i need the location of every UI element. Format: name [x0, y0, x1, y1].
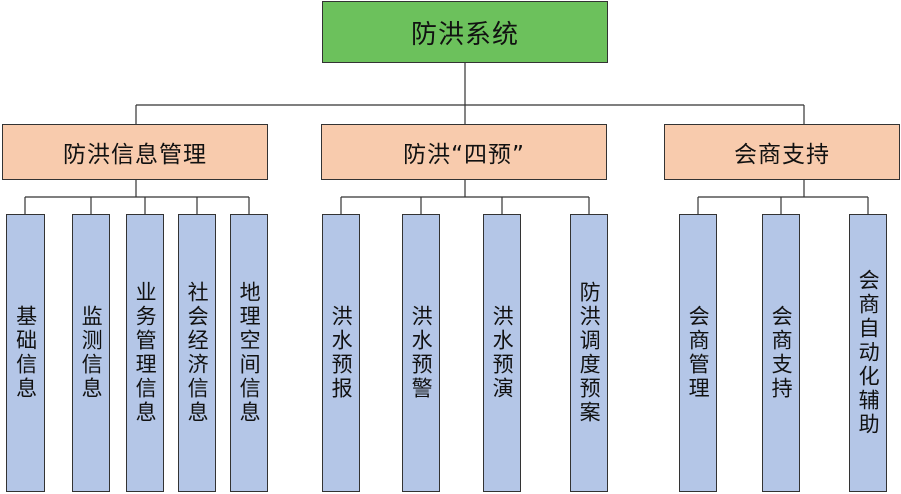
- leaf-node: 洪水预演: [483, 214, 521, 492]
- leaf-label: 洪水预演: [490, 305, 515, 401]
- leaf-node: 会商支持: [762, 214, 800, 492]
- leaf-node: 洪水预报: [322, 214, 360, 492]
- leaf-label: 洪水预报: [329, 305, 354, 401]
- leaf-node: 防洪调度预案: [570, 214, 608, 492]
- category-label: 防洪“四预”: [403, 142, 525, 168]
- leaf-label: 会商支持: [769, 305, 794, 401]
- leaf-label: 地理空间信息: [237, 281, 262, 425]
- leaf-label: 防洪调度预案: [577, 281, 602, 425]
- leaf-node: 业务管理信息: [126, 214, 164, 492]
- leaf-label: 会商自动化辅助: [856, 269, 881, 437]
- category-node-info-management: 防洪信息管理: [2, 124, 268, 180]
- leaf-node: 监测信息: [72, 214, 110, 492]
- category-label: 防洪信息管理: [63, 142, 207, 168]
- root-node: 防洪系统: [322, 1, 608, 63]
- category-label: 会商支持: [734, 142, 830, 168]
- leaf-label: 监测信息: [79, 305, 104, 401]
- category-node-consultation-support: 会商支持: [664, 124, 900, 180]
- leaf-label: 社会经济信息: [185, 281, 210, 425]
- category-node-four-predictions: 防洪“四预”: [321, 124, 607, 180]
- leaf-label: 会商管理: [686, 305, 711, 401]
- leaf-node: 洪水预警: [402, 214, 440, 492]
- leaf-node: 会商管理: [679, 214, 717, 492]
- leaf-node: 社会经济信息: [178, 214, 216, 492]
- leaf-node: 基础信息: [6, 214, 45, 492]
- root-label: 防洪系统: [410, 19, 519, 50]
- leaf-node: 地理空间信息: [230, 214, 268, 492]
- leaf-node: 会商自动化辅助: [849, 214, 887, 492]
- leaf-label: 基础信息: [13, 305, 38, 401]
- leaf-label: 业务管理信息: [133, 281, 158, 425]
- leaf-label: 洪水预警: [409, 305, 434, 401]
